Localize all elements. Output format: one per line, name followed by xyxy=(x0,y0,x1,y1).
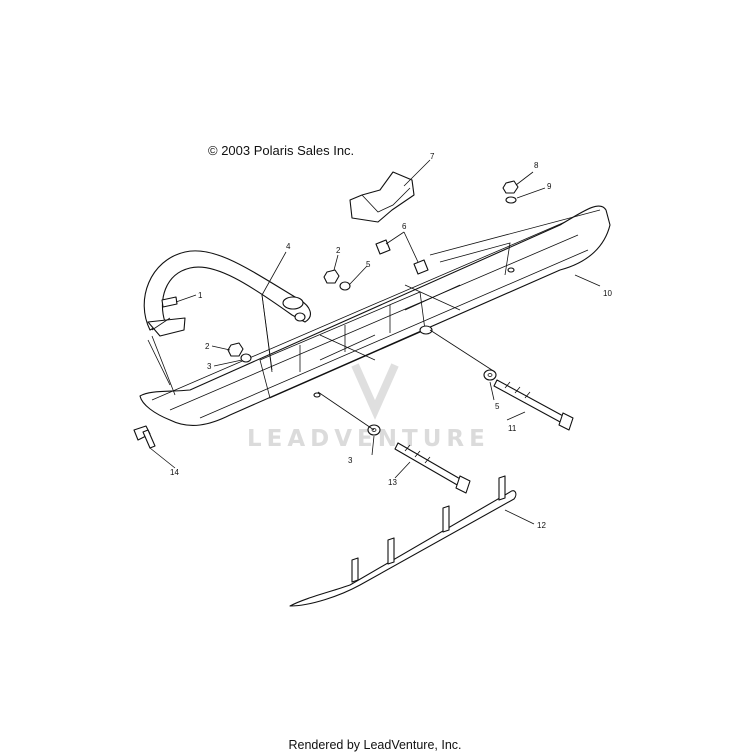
washer-part-5 xyxy=(339,281,497,381)
bolt-part-11 xyxy=(493,379,574,431)
callout-4: 4 xyxy=(286,242,291,251)
wear-bar-part-12 xyxy=(289,475,517,607)
footer-rendered-by: Rendered by LeadVenture, Inc. xyxy=(288,738,462,752)
nut-part-8 xyxy=(502,180,519,194)
leader-lines xyxy=(147,159,601,525)
watermark-text: LEADVENTURE xyxy=(247,426,490,452)
saddle-block-part-7 xyxy=(349,171,415,223)
ski-loop-handle xyxy=(143,250,311,337)
callout-8: 8 xyxy=(534,161,539,170)
callout-3b: 3 xyxy=(348,456,353,465)
bolt-part-13 xyxy=(394,442,471,494)
bushing-part-6 xyxy=(375,239,429,275)
callout-7: 7 xyxy=(430,152,435,161)
callout-6: 6 xyxy=(402,222,407,231)
bolt-part-14 xyxy=(133,425,156,449)
callout-2b: 2 xyxy=(336,246,341,255)
callout-2: 2 xyxy=(205,342,210,351)
washer-part-9 xyxy=(505,196,517,204)
leadventure-watermark: LEADVENTURE xyxy=(247,363,490,452)
callout-3: 3 xyxy=(207,362,212,371)
callout-1: 1 xyxy=(198,291,203,300)
ski-body xyxy=(139,205,611,426)
callout-11: 11 xyxy=(508,424,517,433)
callout-14: 14 xyxy=(170,468,179,477)
callout-5: 5 xyxy=(495,402,500,411)
callout-9: 9 xyxy=(547,182,552,191)
clip-part-1 xyxy=(161,296,178,308)
callout-12: 12 xyxy=(537,521,546,530)
callout-13: 13 xyxy=(388,478,397,487)
callout-10: 10 xyxy=(603,289,612,298)
copyright-text: © 2003 Polaris Sales Inc. xyxy=(208,143,355,158)
callout-labels: 1 2 3 4 5 6 7 8 9 10 11 12 13 14 2 3 5 xyxy=(170,152,612,530)
nut-part-2 xyxy=(227,269,340,357)
callout-5b: 5 xyxy=(366,260,371,269)
